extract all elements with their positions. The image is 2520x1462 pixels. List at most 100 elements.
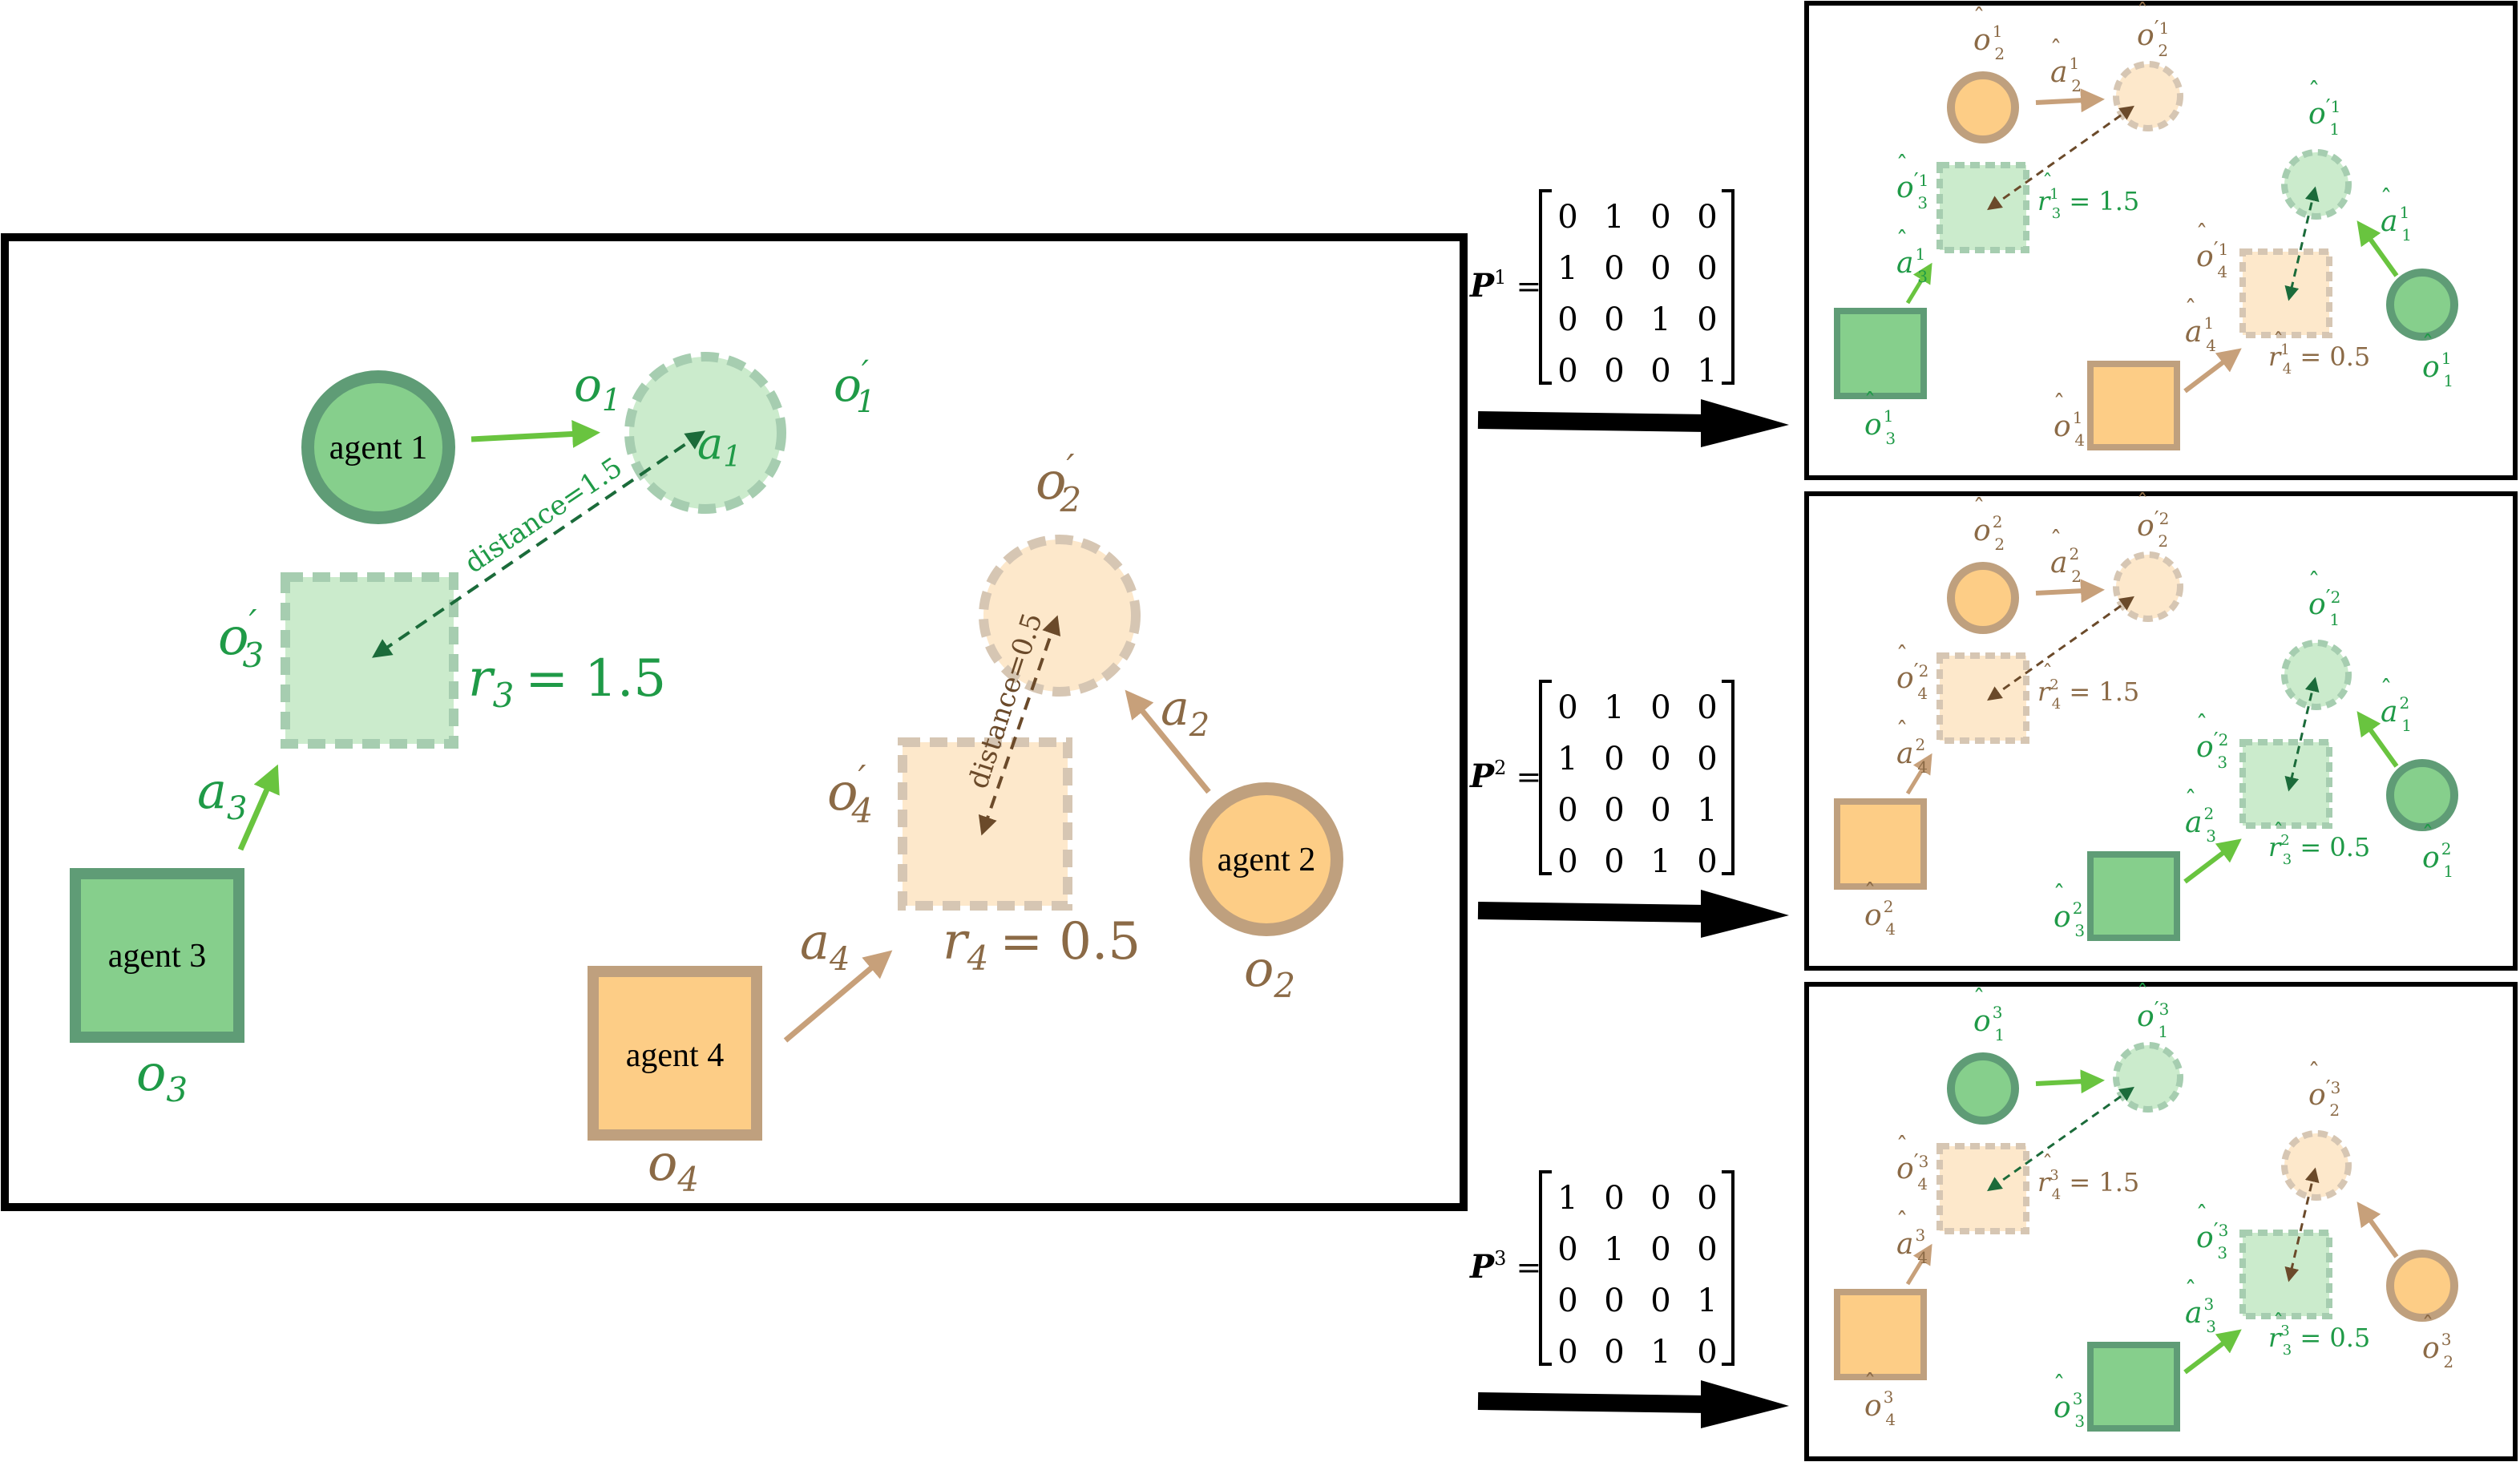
mini-agent-left-square	[1834, 308, 1927, 399]
svg-text:ˆ: ˆ	[2137, 0, 2149, 27]
svg-text:ˆ: ˆ	[1864, 1370, 1876, 1398]
matrix-cell-3-0: 0	[1557, 353, 1577, 390]
matrix-cell-2-0: 0	[1557, 301, 1577, 338]
matrix-cell-3-2: 1	[1650, 843, 1670, 880]
agent-3: agent 3	[70, 868, 244, 1043]
svg-text:ˆ: ˆ	[2042, 1152, 2053, 1176]
svg-text:ˆ: ˆ	[2196, 711, 2208, 739]
matrix-cell-2-3: 1	[1697, 792, 1717, 829]
matrix-cell-3-3: 0	[1697, 1334, 1717, 1371]
svg-text:ˆ: ˆ	[2422, 822, 2434, 850]
matrix-cell-0-3: 0	[1697, 689, 1717, 726]
matrix-right-bracket	[1722, 189, 1735, 385]
matrix-cell-3-3: 1	[1697, 353, 1717, 390]
mini-agent-top-circle	[1947, 562, 2019, 634]
action-label-a4: a4	[800, 912, 850, 978]
svg-text:ˆ: ˆ	[2042, 661, 2053, 685]
agent-3-label: agent 3	[108, 938, 206, 975]
matrix-right-bracket	[1722, 1170, 1735, 1366]
matrix-cell-3-2: 0	[1650, 353, 1670, 390]
agent-2-label: agent 2	[1218, 842, 1315, 878]
next-obs-label-o3: o′3	[218, 603, 264, 675]
svg-text:ˆ: ˆ	[2422, 1312, 2434, 1340]
matrix-cell-2-2: 0	[1650, 1282, 1670, 1319]
obs-label-o2: o2	[1244, 939, 1295, 1005]
matrix-cell-0-0: 0	[1557, 689, 1577, 726]
matrix-cell-2-3: 0	[1697, 301, 1717, 338]
matrix-left-bracket	[1539, 1170, 1552, 1366]
matrix-cell-3-3: 0	[1697, 843, 1717, 880]
matrix-right-bracket	[1722, 680, 1735, 875]
svg-text:ˆ: ˆ	[2381, 185, 2393, 213]
matrix-cell-1-0: 1	[1557, 250, 1577, 287]
next-obs-label-o2: o′2	[1036, 447, 1081, 519]
svg-text:ˆ: ˆ	[2196, 1202, 2208, 1230]
reward-label-r3: r3= 1.5	[468, 649, 666, 715]
mini-ghost-right-circle	[2281, 1130, 2352, 1201]
svg-text:ˆ: ˆ	[2308, 78, 2320, 106]
svg-text:ˆ: ˆ	[2050, 527, 2062, 555]
mini-ghost-right-circle	[2281, 149, 2352, 220]
matrix-cell-1-3: 0	[1697, 250, 1717, 287]
svg-text:ˆ: ˆ	[2185, 1277, 2197, 1305]
mapping-arrow-shaft	[1477, 902, 1708, 923]
svg-text:ˆ: ˆ	[2308, 1059, 2320, 1087]
matrix-cell-1-3: 0	[1697, 741, 1717, 777]
obs-label-o1: o1	[574, 357, 621, 418]
matrix-cell-2-1: 0	[1604, 792, 1624, 829]
action-arrow-2	[1125, 689, 1211, 794]
svg-text:ˆ: ˆ	[2273, 329, 2284, 353]
action-arrow-3	[237, 764, 280, 851]
mapping-arrow-head	[1701, 1380, 1789, 1428]
svg-text:ˆ: ˆ	[2137, 490, 2149, 518]
obs-label-o3: o3	[136, 1044, 188, 1109]
svg-text:ˆ: ˆ	[1896, 642, 1908, 670]
mini-distance-arrow-top	[1987, 105, 2134, 211]
mini-agent-left-square	[1834, 798, 1927, 890]
agent-2: agent 2	[1189, 782, 1343, 936]
mapping-arrow-head	[1701, 399, 1789, 447]
matrix-cell-0-0: 0	[1557, 199, 1577, 236]
mini-action-arrow-right-square	[2183, 838, 2242, 884]
mini-ghost-top-circle	[2113, 61, 2183, 131]
mini-agent-left-square	[1834, 1289, 1927, 1380]
matrix-cell-2-0: 0	[1557, 1282, 1577, 1319]
svg-text:ˆ: ˆ	[1896, 227, 1908, 255]
mini-action-arrow-left-square	[1905, 753, 1932, 795]
mapping-arrow-head	[1701, 890, 1789, 938]
action-label-a3: a3	[197, 761, 247, 827]
distance-arrow-orange	[978, 615, 1061, 836]
next-obs-label-o1: o′1	[834, 354, 875, 419]
mini-agent-right-circle	[2386, 759, 2458, 831]
